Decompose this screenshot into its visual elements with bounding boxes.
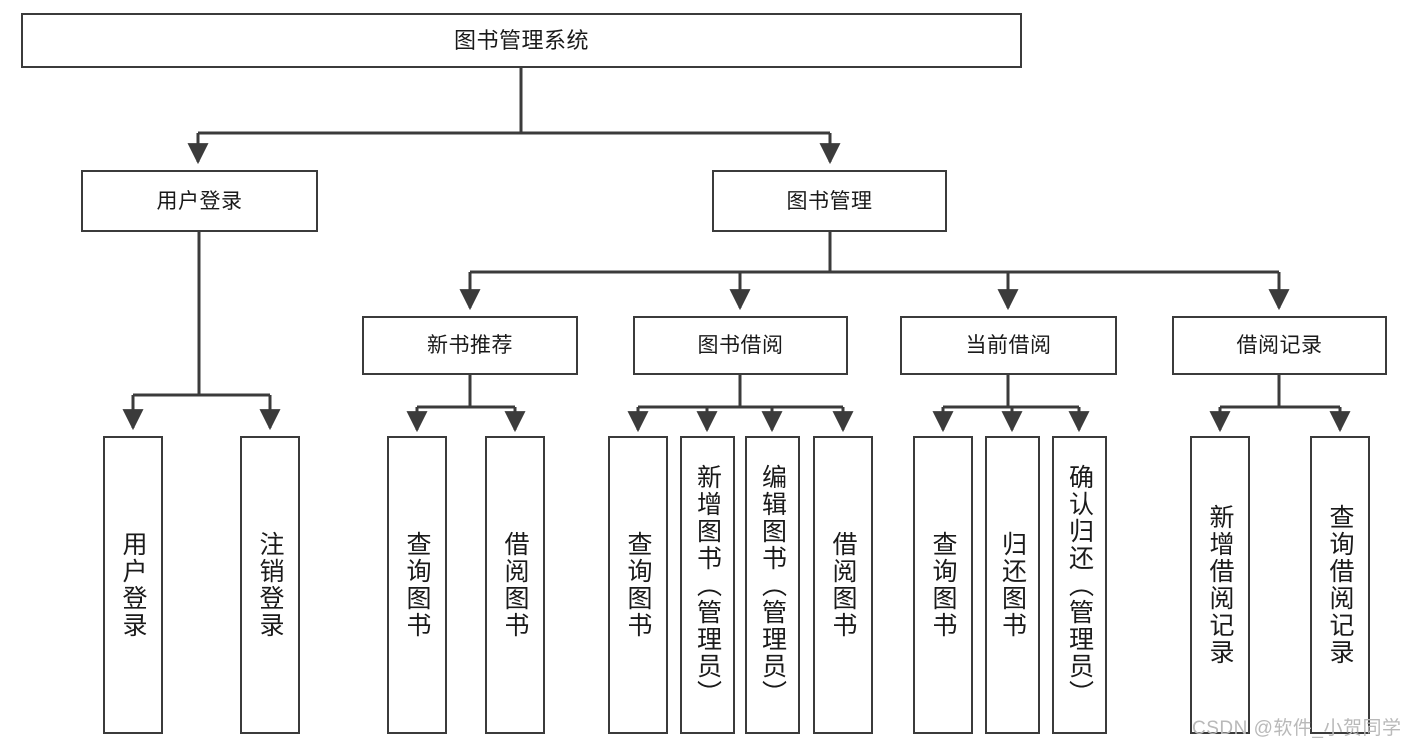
node-label: 注销登录 xyxy=(256,531,284,639)
leaf-add-borrow-record[interactable]: 新增借阅记录 xyxy=(1190,436,1250,734)
node-label: 查询图书 xyxy=(624,531,652,639)
node-label: 编辑图书（管理员） xyxy=(758,463,787,707)
node-label: 图书借阅 xyxy=(697,334,784,357)
node-user-login[interactable]: 用户登录 xyxy=(81,170,318,232)
leaf-user-login[interactable]: 用户登录 xyxy=(103,436,163,734)
leaf-confirm-return-admin[interactable]: 确认归还（管理员） xyxy=(1052,436,1107,734)
node-label: 图书管理 xyxy=(786,189,873,213)
edge-group-book-manage xyxy=(459,232,1290,311)
node-current-borrow[interactable]: 当前借阅 xyxy=(900,316,1117,375)
watermark-text: CSDN @软件_小贺同学 xyxy=(1192,718,1402,739)
leaf-return-book[interactable]: 归还图书 xyxy=(985,436,1040,734)
edge-group-borrow xyxy=(627,375,854,433)
leaf-edit-book-admin[interactable]: 编辑图书（管理员） xyxy=(745,436,800,734)
node-label: 新增图书（管理员） xyxy=(693,463,722,707)
node-label: 借阅记录 xyxy=(1236,334,1323,357)
node-label: 查询图书 xyxy=(929,531,957,639)
leaf-query-book-current[interactable]: 查询图书 xyxy=(913,436,973,734)
leaf-borrow-book[interactable]: 借阅图书 xyxy=(813,436,873,734)
node-book-management[interactable]: 图书管理 xyxy=(712,170,947,232)
edge-group-root xyxy=(187,68,841,165)
node-book-borrow[interactable]: 图书借阅 xyxy=(633,316,848,375)
node-label: 查询图书 xyxy=(403,531,431,639)
leaf-user-logout[interactable]: 注销登录 xyxy=(240,436,300,734)
leaf-borrow-book-new[interactable]: 借阅图书 xyxy=(485,436,545,734)
leaf-query-book-new[interactable]: 查询图书 xyxy=(387,436,447,734)
node-label: 确认归还（管理员） xyxy=(1065,463,1094,707)
edge-group-new-book xyxy=(406,375,526,433)
edge-group-user-login xyxy=(122,232,281,431)
node-label: 用户登录 xyxy=(119,531,147,639)
node-label: 当前借阅 xyxy=(965,334,1052,357)
node-label: 新增借阅记录 xyxy=(1206,504,1234,666)
edge-group-current xyxy=(932,375,1090,433)
node-label: 查询借阅记录 xyxy=(1326,504,1354,666)
node-borrow-record[interactable]: 借阅记录 xyxy=(1172,316,1387,375)
node-label: 图书管理系统 xyxy=(453,27,589,53)
leaf-query-borrow-record[interactable]: 查询借阅记录 xyxy=(1310,436,1370,734)
edge-group-record xyxy=(1209,375,1351,433)
node-label: 归还图书 xyxy=(998,531,1027,639)
node-new-book-recommend[interactable]: 新书推荐 xyxy=(362,316,578,375)
node-label: 借阅图书 xyxy=(829,531,857,639)
node-label: 用户登录 xyxy=(156,189,243,213)
node-root-system[interactable]: 图书管理系统 xyxy=(21,13,1022,68)
leaf-add-book-admin[interactable]: 新增图书（管理员） xyxy=(680,436,735,734)
node-label: 借阅图书 xyxy=(501,531,529,639)
node-label: 新书推荐 xyxy=(427,334,513,357)
leaf-query-book-borrow[interactable]: 查询图书 xyxy=(608,436,668,734)
